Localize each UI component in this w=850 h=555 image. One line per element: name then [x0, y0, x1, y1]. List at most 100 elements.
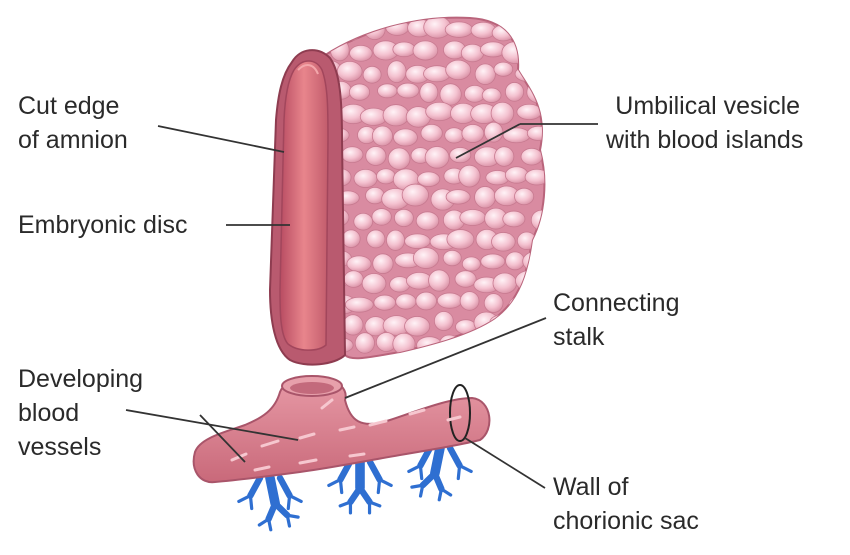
label-umbilical-vesicle: Umbilical vesicle with blood islands [606, 89, 803, 157]
blood-island-bubble [413, 248, 438, 269]
leader-cut-edge [158, 126, 284, 152]
label-line: Embryonic disc [18, 208, 188, 242]
blood-island-bubble [337, 61, 362, 81]
blood-island-bubble [393, 129, 417, 146]
blood-island-bubble [372, 126, 392, 146]
blood-island-bubble [372, 209, 391, 226]
villus-branch [329, 480, 341, 486]
blood-island-bubble [426, 102, 454, 120]
blood-island-bubble [417, 172, 439, 187]
villus-branch [420, 466, 421, 479]
blood-island-bubble [495, 147, 514, 167]
blood-island-bubble [362, 273, 386, 293]
blood-island-bubble [530, 44, 555, 63]
blood-island-bubble [460, 292, 479, 311]
blood-island-bubble [420, 82, 438, 102]
blood-island-bubble [350, 45, 373, 61]
blood-island-bubble [394, 209, 413, 226]
villus-branch [270, 478, 275, 503]
blood-island-bubble [366, 146, 386, 165]
blood-island-bubble [386, 230, 404, 250]
villus-branch [239, 496, 251, 502]
embryonic-disc [280, 61, 328, 350]
blood-island-bubble [402, 184, 428, 206]
villus-branch [350, 488, 360, 502]
blood-island-bubble [460, 209, 486, 225]
blood-island-bubble [506, 252, 525, 270]
blood-island-bubble [447, 230, 474, 250]
label-line: of amnion [18, 123, 128, 157]
blood-island-bubble [429, 270, 450, 291]
blood-island-bubble [508, 340, 528, 355]
blood-island-bubble [440, 84, 461, 105]
blood-island-bubble [455, 271, 476, 288]
blood-island-bubble [342, 147, 363, 163]
blood-island-bubble [342, 230, 360, 248]
label-line: vessels [18, 430, 143, 464]
blood-island-bubble [434, 311, 453, 330]
label-cut-edge-of-amnion: Cut edge of amnion [18, 89, 128, 157]
blood-island-bubble [376, 169, 395, 184]
villus-branch [280, 478, 290, 496]
blood-island-bubble [383, 105, 409, 126]
villus-branch [378, 480, 379, 493]
blood-island-bubble [481, 254, 505, 269]
blood-island-bubble [388, 148, 410, 170]
villus-branch [288, 496, 289, 509]
blood-island-bubble [491, 102, 514, 124]
blood-island-bubble [514, 188, 533, 205]
label-embryonic-disc: Embryonic disc [18, 208, 188, 242]
label-line: chorionic sac [553, 504, 699, 538]
villus-branch [460, 466, 472, 472]
blood-island-bubble [396, 294, 416, 309]
blood-island-bubble [519, 19, 539, 39]
blood-island-bubble [363, 66, 381, 83]
villus-branch [370, 462, 380, 480]
label-line: Cut edge [18, 89, 128, 123]
villus-branch [435, 448, 440, 473]
blood-island-bubble [445, 22, 473, 38]
blood-island-bubble [475, 64, 495, 85]
blood-island-bubble [425, 146, 449, 168]
villus-branch [290, 496, 302, 502]
blood-island-bubble [494, 62, 513, 76]
blood-island-bubble [459, 165, 480, 187]
label-line: Connecting [553, 286, 679, 320]
villus-branch [412, 485, 423, 487]
blood-island-bubble [354, 213, 373, 230]
blood-island-bubble [515, 271, 541, 291]
blood-island-bubble [505, 82, 523, 101]
blood-island-bubble [416, 212, 439, 230]
label-line: with blood islands [606, 123, 803, 157]
blood-island-bubble [475, 186, 496, 208]
blood-island-bubble [446, 190, 470, 205]
villus-branch [250, 478, 260, 496]
blood-island-bubble [461, 44, 484, 62]
label-line: Developing [18, 362, 143, 396]
villus-branch [287, 515, 289, 526]
blood-island-bubble [491, 232, 515, 251]
villus-branch [409, 466, 421, 472]
blood-island-bubble [474, 312, 499, 333]
blood-island-bubble [530, 335, 556, 350]
blood-island-bubble [355, 333, 374, 354]
blood-island-bubble [413, 41, 438, 60]
label-line: Wall of [553, 470, 699, 504]
blood-island-bubble [421, 124, 442, 141]
blood-island-bubble [484, 122, 503, 142]
villus-branch [423, 473, 435, 485]
blood-island-bubble [505, 167, 528, 183]
blood-island-bubble [354, 169, 377, 187]
blood-island-bubble [364, 19, 385, 39]
blood-island-bubble [462, 124, 484, 142]
label-line: blood [18, 396, 143, 430]
blood-island-bubble [523, 252, 548, 272]
villus-branch [439, 489, 441, 500]
blood-island-bubble [367, 230, 385, 248]
blood-island-bubble [471, 22, 496, 38]
blood-island-bubble [527, 292, 554, 310]
blood-island-bubble [503, 211, 525, 227]
blood-island-bubble [446, 60, 471, 80]
villus-branch [259, 519, 268, 525]
